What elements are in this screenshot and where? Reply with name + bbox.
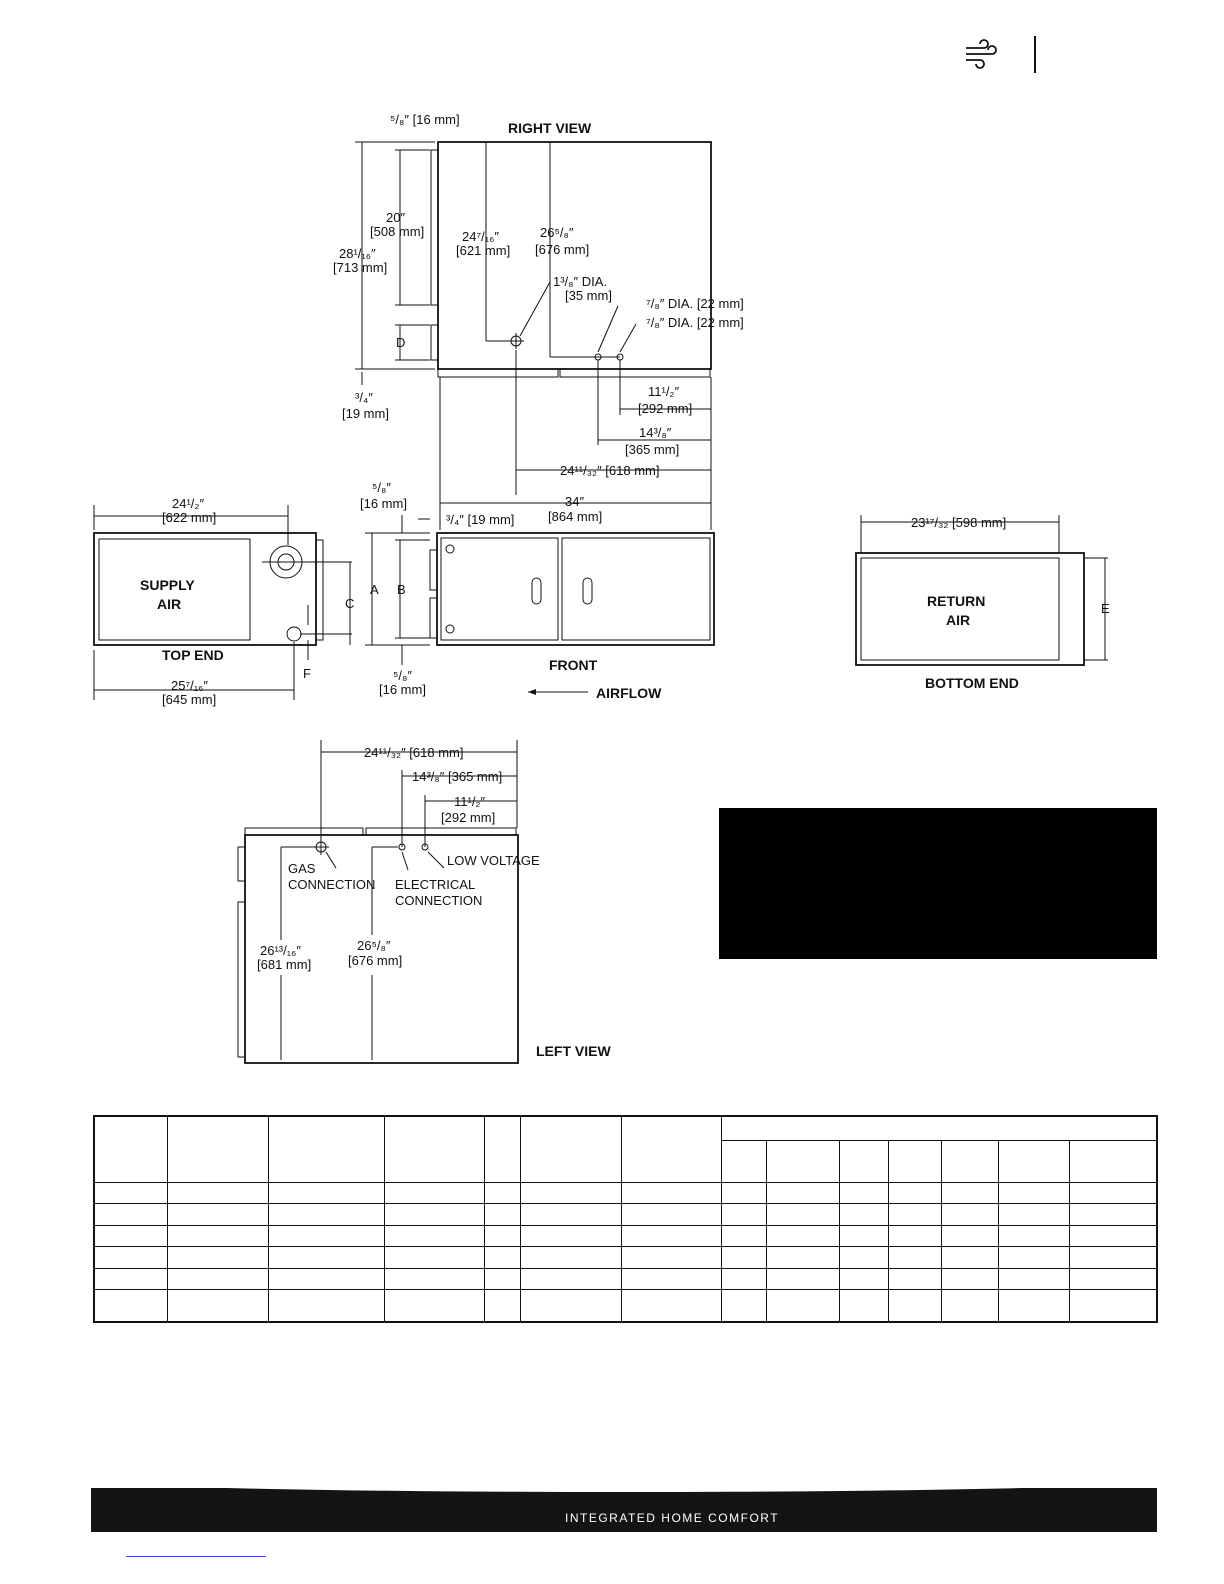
table-header-cell (997, 1139, 1070, 1183)
front-dim-width-in: 34″ (565, 494, 584, 509)
label-gas-connection: CONNECTION (288, 877, 375, 892)
left-view-title: LEFT VIEW (536, 1043, 611, 1059)
front-dim-bottom-mm: [16 mm] (379, 682, 426, 697)
table-header-cell (483, 1115, 521, 1183)
label-b: B (397, 582, 406, 597)
left-dim-26a-in: 26¹³/₁₆″ (260, 943, 301, 958)
dim-bottom-mm: [19 mm] (342, 406, 389, 421)
label-return: RETURN (927, 593, 985, 609)
label-electrical-connection: CONNECTION (395, 893, 482, 908)
dim-dia-large-in: 1³/₈″ DIA. (553, 274, 607, 289)
table-header-cell (940, 1139, 999, 1183)
label-a: A (370, 582, 379, 597)
dim-26-mm: [676 mm] (535, 242, 589, 257)
dim-24-in: 24⁷/₁₆″ (462, 229, 499, 244)
table-row (93, 1203, 1158, 1226)
dim-top-gap: ⁵/₈″ [16 mm] (390, 112, 460, 127)
label-d: D (396, 335, 405, 350)
front-view: ⁵/₈″ [16 mm] ³/₄″ [19 mm] 34″ [864 mm] C… (345, 480, 715, 701)
front-dim-width-mm: [864 mm] (548, 509, 602, 524)
table-row (93, 1181, 1158, 1205)
table-header-cell (519, 1115, 622, 1183)
redacted-panel (719, 808, 1157, 959)
top-end-dim-bottom-in: 25⁷/₁₆″ (171, 678, 208, 693)
dim-24b: 24¹¹/₃₂″ [618 mm] (560, 463, 659, 478)
table-row (93, 1289, 1158, 1323)
bottom-end-title: BOTTOM END (925, 675, 1019, 691)
wind-swirl-icon (966, 39, 997, 69)
table-header-cell (383, 1115, 485, 1183)
label-c: C (345, 596, 354, 611)
left-dim-26b-mm: [676 mm] (348, 953, 402, 968)
bottom-end-view: 23¹⁷/₃₂ [598 mm] RETURN AIR E BOTTOM END (855, 515, 1110, 691)
table-header-cell (765, 1139, 840, 1183)
dim-28-in: 28¹/₁₆″ (339, 246, 376, 261)
table-header-cell (838, 1139, 889, 1183)
front-dim-top-mm: [16 mm] (360, 496, 407, 511)
label-return-air: AIR (946, 612, 970, 628)
header-divider (1034, 36, 1036, 73)
left-dim-26a-mm: [681 mm] (257, 957, 311, 972)
label-gas: GAS (288, 861, 316, 876)
table-row (93, 1246, 1158, 1269)
label-supply-air: AIR (157, 596, 181, 612)
table-header-cell (93, 1115, 168, 1183)
front-title: FRONT (549, 657, 598, 673)
left-dim-11-mm: [292 mm] (441, 810, 495, 825)
table-header-cell (1068, 1139, 1158, 1183)
table-header-cell (887, 1139, 942, 1183)
dim-14-mm: [365 mm] (625, 442, 679, 457)
label-f: F (303, 666, 311, 681)
specifications-table (93, 1115, 1159, 1323)
footer-brand-text: INTEGRATED HOME COMFORT (565, 1511, 780, 1525)
table-header-cell (720, 1139, 767, 1183)
left-dim-11-in: 11¹/₂″ (454, 794, 485, 809)
top-end-dim-width-mm: [622 mm] (162, 510, 216, 525)
dim-dia-small-2: ⁷/₈″ DIA. [22 mm] (646, 315, 744, 330)
top-end-dim-width-in: 24¹/₂″ (172, 496, 204, 511)
label-e: E (1101, 601, 1110, 616)
footer-bar (91, 1488, 1157, 1532)
bottom-end-dim-width: 23¹⁷/₃₂ [598 mm] (911, 515, 1006, 530)
front-dim-bottom-in: ⁵/₈″ (393, 668, 412, 683)
table-row (93, 1267, 1158, 1291)
top-end-dim-bottom-mm: [645 mm] (162, 692, 216, 707)
dim-bottom-in: ³/₄″ (355, 390, 373, 405)
label-electrical: ELECTRICAL (395, 877, 475, 892)
dim-24-mm: [621 mm] (456, 243, 510, 258)
left-dim-26b-in: 26⁵/₈″ (357, 938, 391, 953)
left-dim-14: 14³/₈″ [365 mm] (412, 769, 502, 784)
front-dim-side: ³/₄″ [19 mm] (446, 512, 514, 527)
top-end-title: TOP END (162, 647, 224, 663)
table-header-cell (166, 1115, 269, 1183)
left-dim-24: 24¹¹/₃₂″ [618 mm] (364, 745, 463, 760)
label-low-voltage: LOW VOLTAGE (447, 853, 540, 868)
table-header-cell (620, 1115, 722, 1183)
front-dim-top-in: ⁵/₈″ (372, 480, 391, 495)
table-row (93, 1224, 1158, 1248)
dim-11-in: 11¹/₂″ (648, 384, 679, 399)
footer-link-underline[interactable] (126, 1556, 266, 1557)
dim-11-mm: [292 mm] (638, 401, 692, 416)
right-view-title: RIGHT VIEW (508, 120, 592, 136)
dim-dia-large-mm: [35 mm] (565, 288, 612, 303)
label-supply: SUPPLY (140, 577, 195, 593)
dim-20-in: 20″ (386, 210, 405, 225)
left-view: 24¹¹/₃₂″ [618 mm] 14³/₈″ [365 mm] 11¹/₂″… (237, 740, 611, 1064)
right-view: RIGHT VIEW ⁵/₈″ [16 mm] 20″ [508 mm] 28¹… (333, 112, 744, 530)
dim-26-in: 26⁵/₈″ (540, 225, 574, 240)
table-header-cell (267, 1115, 385, 1183)
top-end-view: 24¹/₂″ [622 mm] SUPPLY AIR TOP END F 25⁷… (93, 496, 352, 707)
airflow-label: AIRFLOW (596, 685, 662, 701)
dim-28-mm: [713 mm] (333, 260, 387, 275)
dim-14-in: 14³/₈″ (639, 425, 672, 440)
dim-20-mm: [508 mm] (370, 224, 424, 239)
table-header-group (720, 1115, 1158, 1141)
dim-dia-small-1: ⁷/₈″ DIA. [22 mm] (646, 296, 744, 311)
